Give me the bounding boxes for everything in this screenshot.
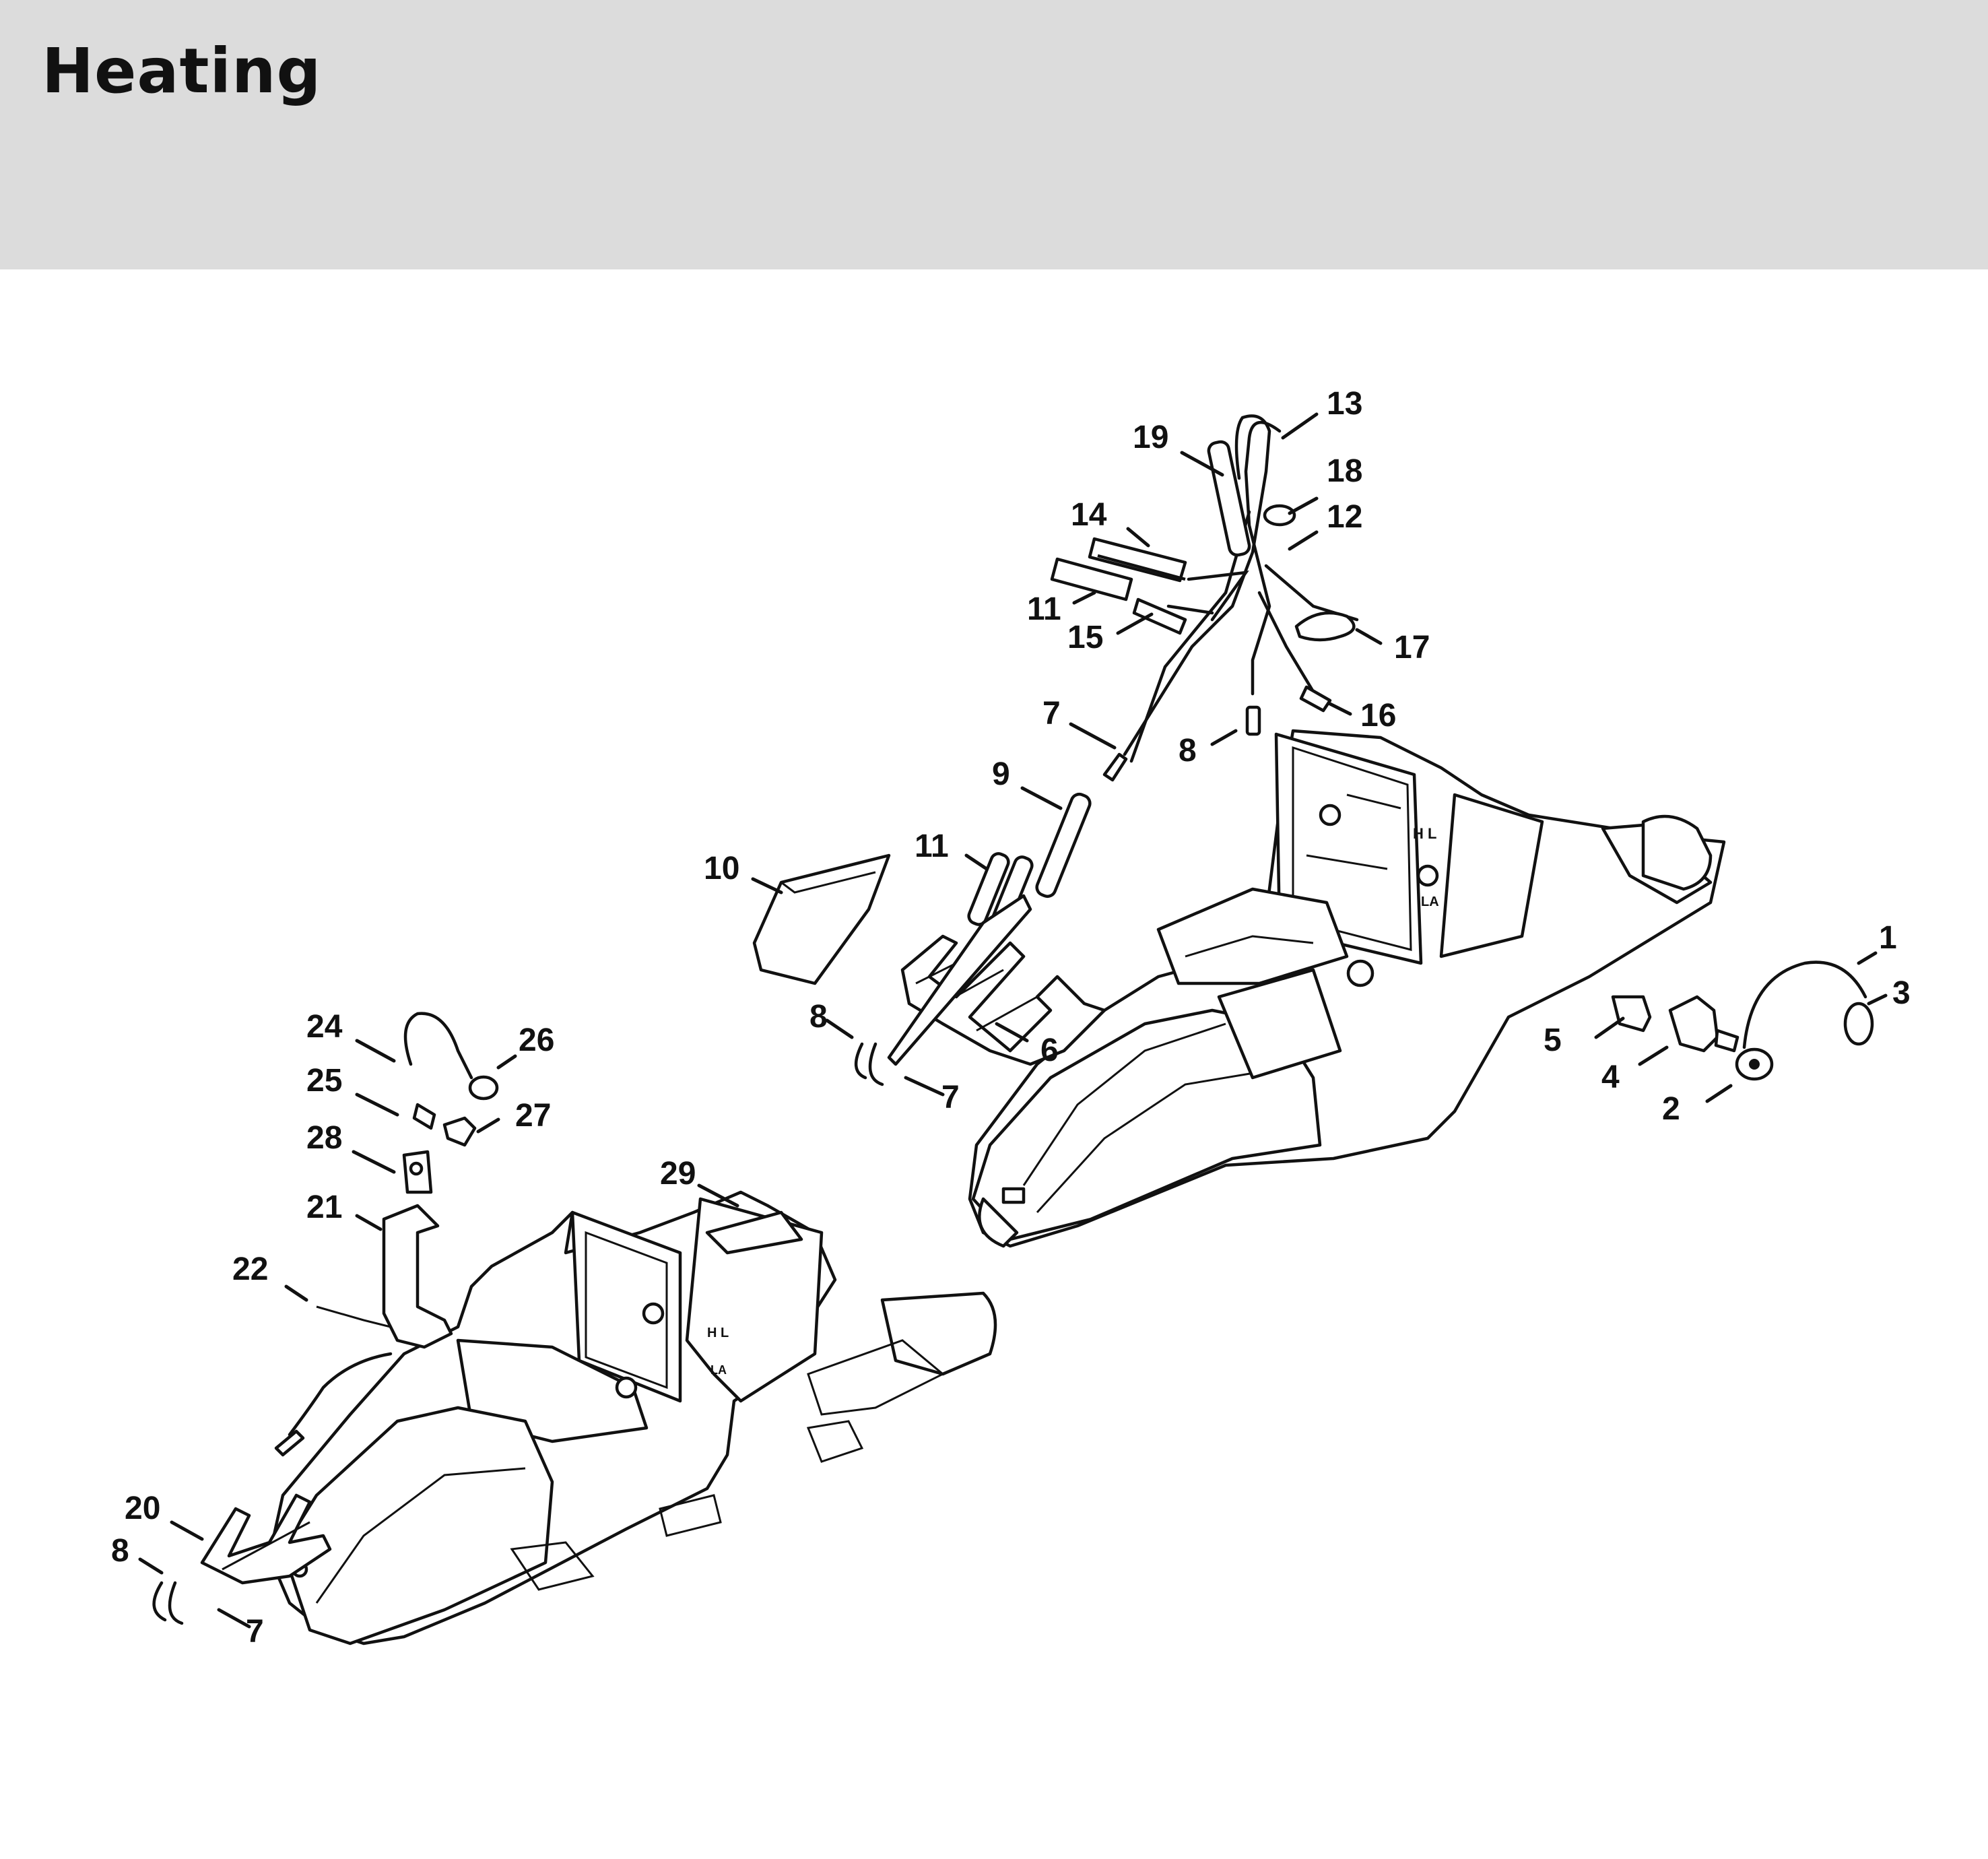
callout-22: 22: [232, 1251, 268, 1287]
callout-27: 27: [515, 1098, 551, 1134]
housing-mark-hl-left: H L: [707, 1326, 729, 1340]
callout-21: 21: [306, 1189, 342, 1225]
right-housing: H L LA: [968, 729, 1726, 1248]
callout-18: 18: [1327, 453, 1362, 489]
housing-mark-hl: H L: [1413, 825, 1436, 842]
wiring-harness: [1050, 414, 1359, 782]
housing-mark-la-left: LA: [710, 1363, 727, 1377]
callout-24: 24: [306, 1009, 343, 1045]
callout-13: 13: [1327, 386, 1362, 422]
callout-numbers: 13 19 18 12 14 11 15 17 16 8 7 9 11 10 8…: [111, 386, 1911, 1650]
callout-12: 12: [1327, 499, 1362, 535]
callout-8-bottom: 8: [111, 1533, 129, 1569]
callout-14: 14: [1071, 497, 1107, 533]
housing-mark-la: LA: [1421, 894, 1439, 909]
callout-7-mid: 7: [941, 1080, 960, 1115]
callout-28: 28: [306, 1120, 342, 1156]
callout-29: 29: [660, 1156, 696, 1192]
callout-19: 19: [1133, 420, 1168, 455]
callout-16: 16: [1360, 698, 1396, 733]
callout-11-top: 11: [1027, 591, 1061, 627]
heating-element-20: [152, 1493, 332, 1625]
page-title: Heating: [42, 35, 322, 107]
callout-26: 26: [519, 1022, 554, 1058]
callout-3: 3: [1892, 975, 1911, 1011]
callout-8-top: 8: [1179, 733, 1197, 769]
callout-6: 6: [1040, 1033, 1059, 1068]
callout-11-mid: 11: [915, 828, 949, 864]
callout-7-top: 7: [1042, 696, 1061, 731]
parts-1-5: [1611, 960, 1874, 1081]
left-housing: H L LA: [267, 1190, 997, 1645]
callout-5: 5: [1544, 1022, 1562, 1058]
callout-8-mid: 8: [809, 999, 828, 1035]
heating-element-6: [887, 894, 1106, 1066]
callout-15: 15: [1067, 620, 1103, 655]
header-band: Heating: [0, 0, 1988, 269]
callout-10: 10: [704, 851, 739, 886]
callout-17: 17: [1394, 630, 1430, 665]
parts-20-29: [274, 1012, 803, 1457]
leader-lines: [138, 412, 1888, 1629]
callout-2: 2: [1662, 1091, 1680, 1127]
callout-1: 1: [1879, 920, 1897, 956]
callout-20: 20: [125, 1491, 160, 1526]
callout-4: 4: [1601, 1059, 1620, 1095]
callout-9: 9: [992, 756, 1010, 792]
callout-25: 25: [306, 1063, 342, 1099]
callout-7-bottom: 7: [246, 1614, 264, 1650]
